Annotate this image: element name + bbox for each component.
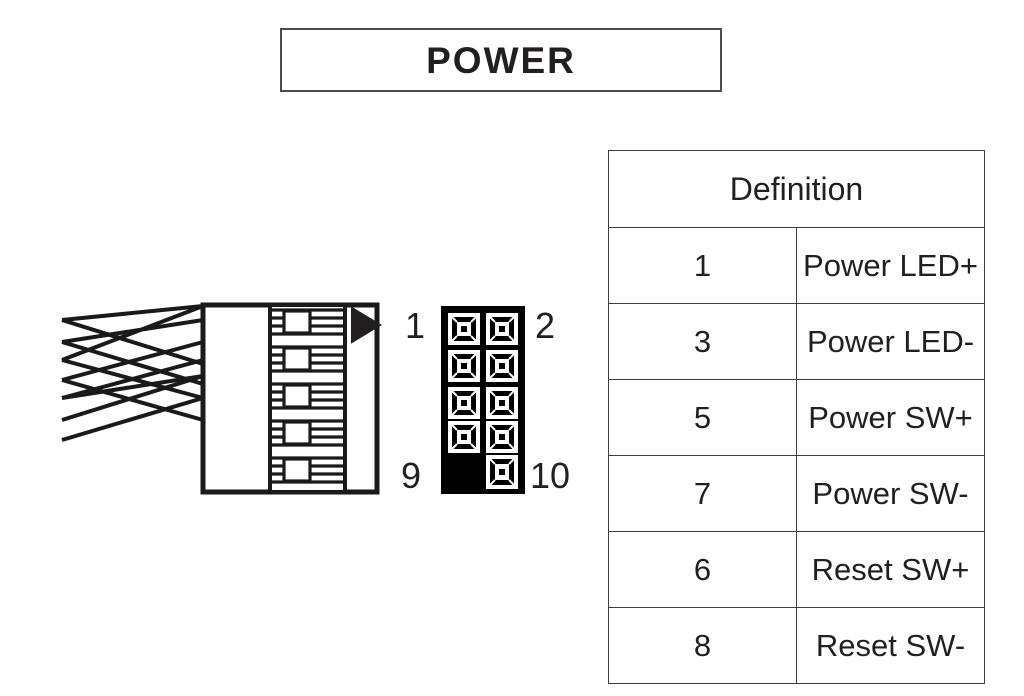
pin-socket-5 <box>448 387 480 419</box>
pin-socket-3 <box>448 350 480 382</box>
cell-definition: Power LED- <box>796 303 985 380</box>
table-row: 3 Power LED- <box>608 303 985 380</box>
page-title: POWER <box>426 39 576 81</box>
wire-7 <box>61 358 204 400</box>
pin-socket-9-blocked <box>448 455 480 489</box>
table-row: 1 Power LED+ <box>608 227 985 304</box>
pin-corner-label-bottom-right: 10 <box>530 455 571 496</box>
pin-corner-label-bottom-left: 9 <box>401 455 422 496</box>
wire-10 <box>61 374 204 400</box>
wire-9 <box>61 396 204 442</box>
cell-definition: Power SW+ <box>796 379 985 456</box>
pin-sockets <box>448 313 518 489</box>
pin-socket-1 <box>448 313 480 345</box>
cable-connector-illustration <box>61 302 382 495</box>
pin-socket-8 <box>486 421 518 453</box>
cell-pin: 3 <box>608 303 797 380</box>
table-row: 6 Reset SW+ <box>608 531 985 608</box>
connector-slot-3 <box>270 382 345 410</box>
wire-1 <box>61 304 204 322</box>
cell-pin: 7 <box>608 455 797 532</box>
wire-11 <box>61 340 204 386</box>
connector-slot-1 <box>270 308 345 336</box>
connector-slot-2 <box>270 345 345 373</box>
cell-definition: Power SW- <box>796 455 985 532</box>
wire-8 <box>61 374 204 422</box>
connector-slots <box>270 308 345 484</box>
pin-socket-7 <box>448 421 480 453</box>
column-header-definition: Definition <box>608 150 985 228</box>
triangle-right-icon <box>351 306 382 344</box>
cell-definition: Power LED+ <box>796 227 985 304</box>
table-row: 8 Reset SW- <box>608 607 985 684</box>
cell-definition: Reset SW+ <box>796 531 985 608</box>
cell-pin: 8 <box>608 607 797 684</box>
title-box: POWER <box>280 28 722 92</box>
pin-corner-label-top-right: 2 <box>535 305 556 346</box>
pin-socket-10 <box>486 455 518 489</box>
pin-header-block <box>441 306 525 494</box>
cell-pin: 5 <box>608 379 797 456</box>
pin-header-group: 1 2 9 10 <box>380 290 600 510</box>
connector-slot-4 <box>270 419 345 447</box>
cell-definition: Reset SW- <box>796 607 985 684</box>
pin-socket-2 <box>486 313 518 345</box>
table-row: 7 Power SW- <box>608 455 985 532</box>
connector-slot-5 <box>270 456 345 484</box>
pin-definition-table: Definition 1 Power LED+ 3 Power LED- 5 P… <box>608 150 985 684</box>
pin-socket-4 <box>486 350 518 382</box>
cell-pin: 6 <box>608 531 797 608</box>
pin-corner-label-top-left: 1 <box>405 305 426 346</box>
pin-socket-6 <box>486 387 518 419</box>
table-row: 5 Power SW+ <box>608 379 985 456</box>
table-header-row: Definition <box>608 150 985 228</box>
wire-bundle <box>61 304 204 442</box>
cell-pin: 1 <box>608 227 797 304</box>
wire-12 <box>61 318 204 366</box>
